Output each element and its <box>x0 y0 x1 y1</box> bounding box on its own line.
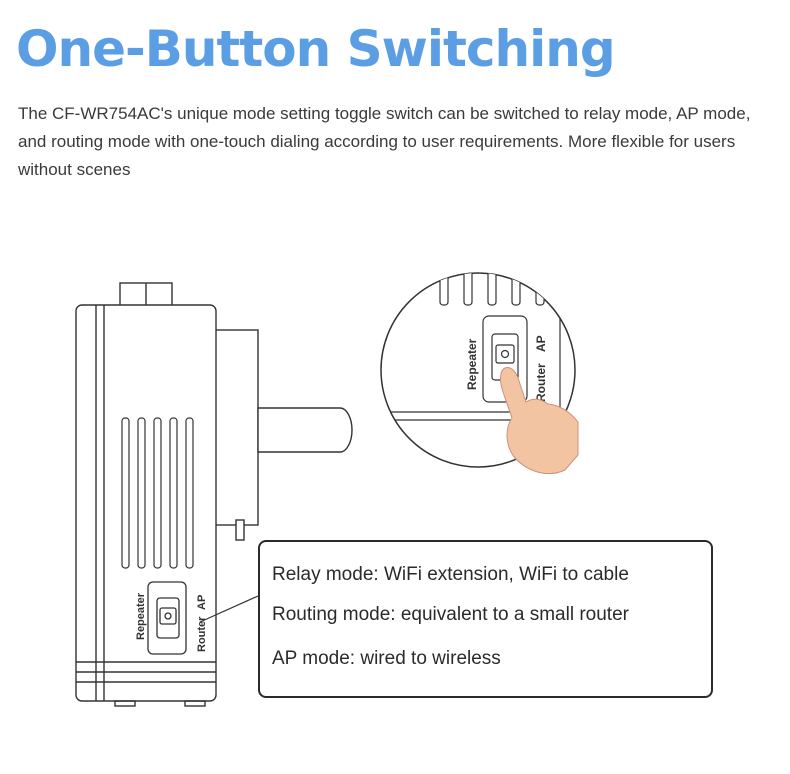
zoom-label-ap: AP <box>534 335 548 352</box>
description-text: The CF-WR754AC's unique mode setting tog… <box>18 104 751 179</box>
zoom-label-repeater: Repeater <box>465 338 479 390</box>
callout-line <box>199 595 259 623</box>
mode-item-relay: Relay mode: WiFi extension, WiFi to cabl… <box>272 564 629 585</box>
hand-icon <box>500 367 579 474</box>
mode-item-ap: AP mode: wired to wireless <box>272 648 501 669</box>
zoom-circle: Repeater Router AP <box>380 272 579 474</box>
mode-item-routing: Routing mode: equivalent to a small rout… <box>272 604 629 625</box>
page-title: One-Button Switching <box>16 20 616 78</box>
device-label-ap: AP <box>196 595 208 610</box>
device-label-router: Router <box>196 616 208 652</box>
mode-info-box: Relay mode: WiFi extension, WiFi to cabl… <box>258 540 713 698</box>
mode-switch <box>147 581 187 655</box>
zoom-label-router: Router <box>534 363 548 402</box>
device-label-repeater: Repeater <box>135 592 147 640</box>
vent-slots <box>121 417 194 569</box>
